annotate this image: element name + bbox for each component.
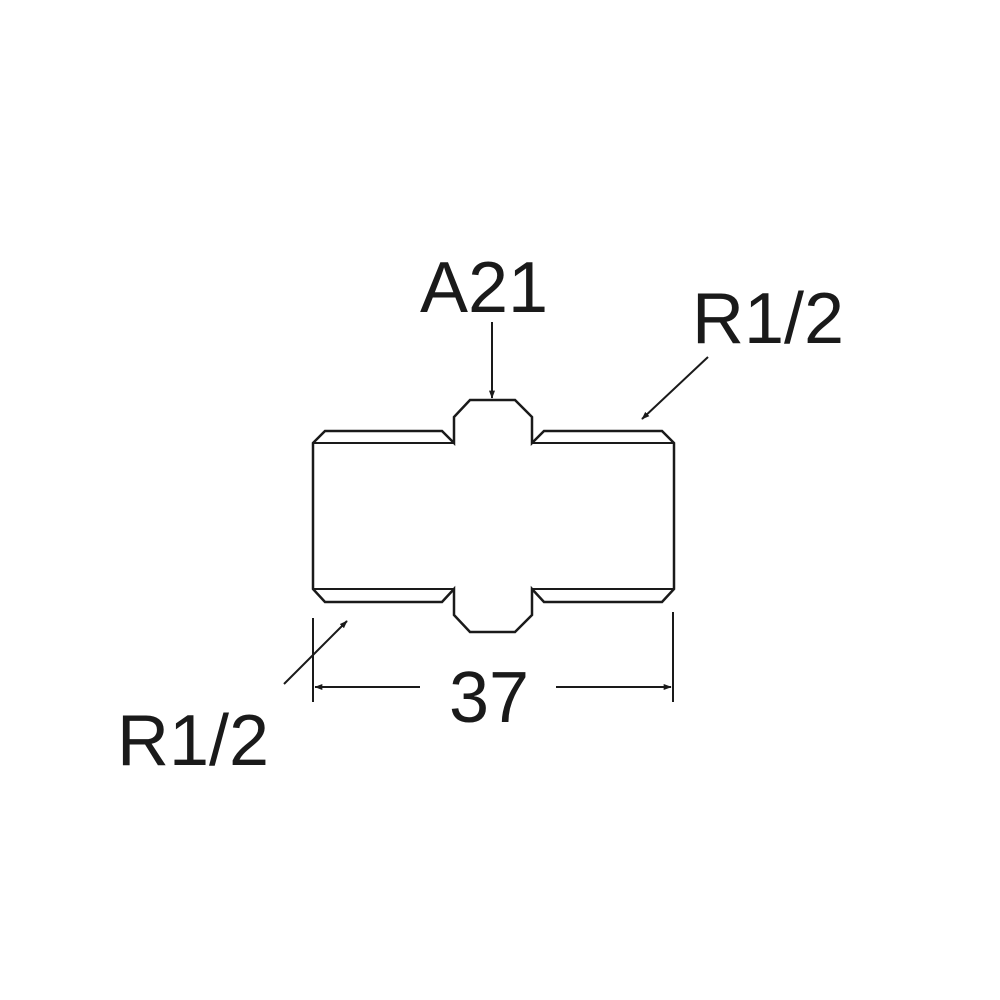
length-dimension: 37 bbox=[312, 612, 674, 738]
hex-size-label: A21 bbox=[420, 248, 548, 328]
thread-left-label: R1/2 bbox=[117, 701, 269, 781]
thread-right-leader bbox=[641, 356, 709, 420]
hex-nipple-body bbox=[311, 398, 676, 634]
fitting-outline bbox=[311, 398, 676, 634]
thread-right-label: R1/2 bbox=[692, 279, 844, 359]
length-label: 37 bbox=[449, 658, 529, 738]
thread-left-leader bbox=[283, 620, 348, 685]
